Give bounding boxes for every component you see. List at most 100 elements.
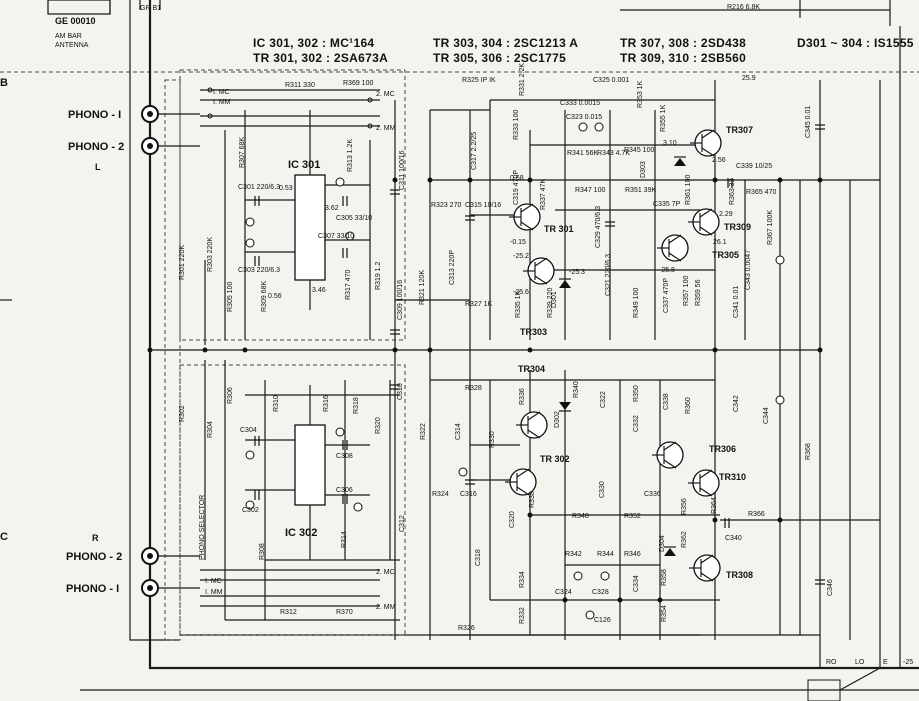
antenna-label-1: AM BAR bbox=[55, 33, 82, 40]
label-components-upper-33: R317 470 bbox=[345, 270, 352, 300]
switch-top-label-2mm: 2. MM bbox=[376, 125, 396, 132]
label-components-lower-43: R334 bbox=[519, 571, 526, 588]
voltage-labels: 0.53 3.62 0.56 3.46 0.68 -0.15 -25.2 -25… bbox=[268, 75, 756, 300]
output-connector: RO LO E -25 bbox=[807, 659, 913, 701]
label-components-lower-44: R332 bbox=[519, 607, 526, 624]
antenna-label-2: ANTENNA bbox=[55, 42, 89, 49]
label-components-upper-6: R313 1.2K bbox=[347, 139, 354, 172]
label-components-lower-33: R352 bbox=[624, 513, 641, 520]
ic-302-label: IC 302 bbox=[285, 527, 317, 539]
label-components-lower-1: R304 bbox=[207, 421, 214, 438]
transistor-tr303 bbox=[523, 257, 555, 285]
label-components-lower-28: C342 bbox=[733, 395, 740, 412]
top-right-resistor: R216 6.8K bbox=[727, 4, 760, 11]
label-components-upper-31: C303 220/6.3 bbox=[238, 267, 280, 274]
label-components-lower-8: C308 bbox=[336, 453, 353, 460]
selector-switch-top[interactable] bbox=[200, 87, 380, 129]
label-components-lower-6: R320 bbox=[375, 417, 382, 434]
label-components-lower-53: R358 bbox=[661, 569, 668, 586]
part-code: GE 00010 bbox=[55, 16, 96, 26]
diode-d304 bbox=[664, 546, 676, 556]
label-components-upper-10: C317 2.2/25 bbox=[471, 132, 478, 170]
label-components-lower-21: C322 bbox=[600, 391, 607, 408]
label-components-upper-36: R321 120K bbox=[419, 270, 426, 305]
passive-glyphs bbox=[254, 124, 825, 585]
label-components-lower-50: C126 bbox=[594, 617, 611, 624]
label-components-lower-14: R324 bbox=[432, 491, 449, 498]
label-components-upper-48: C343 0.0047 bbox=[745, 250, 752, 290]
label-components-upper-42: C329 470/6.3 bbox=[595, 206, 602, 248]
label-components-upper-30: C307 33/10 bbox=[318, 233, 354, 240]
label-tr306: TR306 bbox=[709, 444, 736, 454]
channel-label-left: L bbox=[95, 162, 101, 172]
label-components-upper-39: R335 1K bbox=[515, 290, 522, 318]
label-components-upper-41: C321 220/6.3 bbox=[605, 254, 612, 296]
phono-jack-2-bottom[interactable] bbox=[141, 547, 200, 565]
label-components-upper-22: R355 1K bbox=[660, 104, 667, 132]
transistor-tr304 bbox=[516, 411, 548, 439]
ic-301-label: IC 301 bbox=[288, 159, 320, 171]
label-components-lower-2: R306 bbox=[227, 387, 234, 404]
label-tr310: TR310 bbox=[719, 472, 746, 482]
label-components-upper-18: R345 100 bbox=[624, 147, 654, 154]
label-components-upper-27: R365 470 bbox=[746, 189, 776, 196]
phono-jack-1-top[interactable] bbox=[141, 105, 200, 123]
transistor-tr309 bbox=[688, 208, 720, 236]
label-voltages-1: 3.62 bbox=[325, 205, 339, 212]
diode-d302 bbox=[559, 402, 571, 412]
label-voltages-8: -25.3 bbox=[569, 269, 585, 276]
label-components-lower-57: R326 bbox=[458, 625, 475, 632]
label-components-upper-19: R347 100 bbox=[575, 187, 605, 194]
label-components-lower-34: R356 bbox=[681, 498, 688, 515]
ground-bus bbox=[80, 0, 919, 691]
ic-301 bbox=[245, 110, 370, 310]
header-tr301: TR 301, 302 : 2SA673A bbox=[253, 51, 388, 65]
label-voltages-12: 2.29 bbox=[719, 211, 733, 218]
top-strip: GR B1 R216 6.8K bbox=[47, 0, 891, 26]
label-components-upper-5: R307 68K bbox=[239, 137, 246, 168]
component-labels-lower: R302 R304 R306 R310 R316 R318 R320 C304 … bbox=[179, 381, 834, 632]
label-voltages-13: 26.1 bbox=[713, 239, 727, 246]
label-components-lower-51: C334 bbox=[633, 575, 640, 592]
label-components-lower-12: R322 bbox=[420, 423, 427, 440]
row-label-b: B bbox=[0, 77, 8, 89]
label-components-upper-37: C313 220P bbox=[449, 250, 456, 285]
label-components-lower-3: R310 bbox=[273, 395, 280, 412]
label-components-upper-24: C323 0.015 bbox=[566, 114, 602, 121]
selector-switch-box bbox=[164, 79, 181, 641]
label-components-lower-25: C338 bbox=[663, 393, 670, 410]
label-components-upper-28: R363 33 bbox=[729, 178, 736, 205]
label-voltages-3: 3.46 bbox=[312, 287, 326, 294]
phono-jack-1-bottom[interactable] bbox=[141, 579, 200, 597]
phono-jack-2-top[interactable] bbox=[141, 137, 200, 155]
label-components-lower-0: R302 bbox=[179, 405, 186, 422]
label-components-upper-45: R357 100 bbox=[683, 276, 690, 306]
label-components-lower-42: C318 bbox=[475, 549, 482, 566]
label-components-lower-46: R344 bbox=[597, 551, 614, 558]
header-diode: D301 ~ 304 : IS1555 bbox=[797, 36, 914, 50]
jack-label-phono2-top: PHONO - 2 bbox=[68, 141, 124, 153]
label-components-lower-10: C306 bbox=[336, 487, 353, 494]
label-components-lower-13: C314 bbox=[455, 423, 462, 440]
diode-d301 bbox=[559, 278, 571, 288]
jack-label-phono1-bottom: PHONO - I bbox=[66, 583, 119, 595]
label-d304: D304 bbox=[659, 535, 666, 552]
label-components-lower-11: C310 bbox=[397, 383, 404, 400]
shield-box-upper bbox=[179, 69, 406, 341]
transistor-tr310 bbox=[688, 469, 720, 497]
phono-selector-label: PHONO SELECTOR bbox=[199, 495, 206, 560]
label-components-lower-40: R314 bbox=[341, 531, 348, 548]
label-voltages-5: -0.15 bbox=[510, 239, 526, 246]
label-voltages-4: 0.68 bbox=[510, 175, 524, 182]
label-voltages-7: -25.6 bbox=[513, 289, 529, 296]
selector-switch-bottom[interactable] bbox=[200, 569, 380, 607]
label-components-upper-13: R323 270 bbox=[431, 202, 461, 209]
label-voltages-6: -25.2 bbox=[513, 253, 529, 260]
label-voltages-9: -25.8 bbox=[659, 267, 675, 274]
label-components-upper-46: R359 56 bbox=[695, 279, 702, 306]
label-components-lower-56: R370 bbox=[336, 609, 353, 616]
label-components-lower-32: R348 bbox=[572, 513, 589, 520]
label-components-upper-9: C311 100/16 bbox=[399, 150, 406, 190]
